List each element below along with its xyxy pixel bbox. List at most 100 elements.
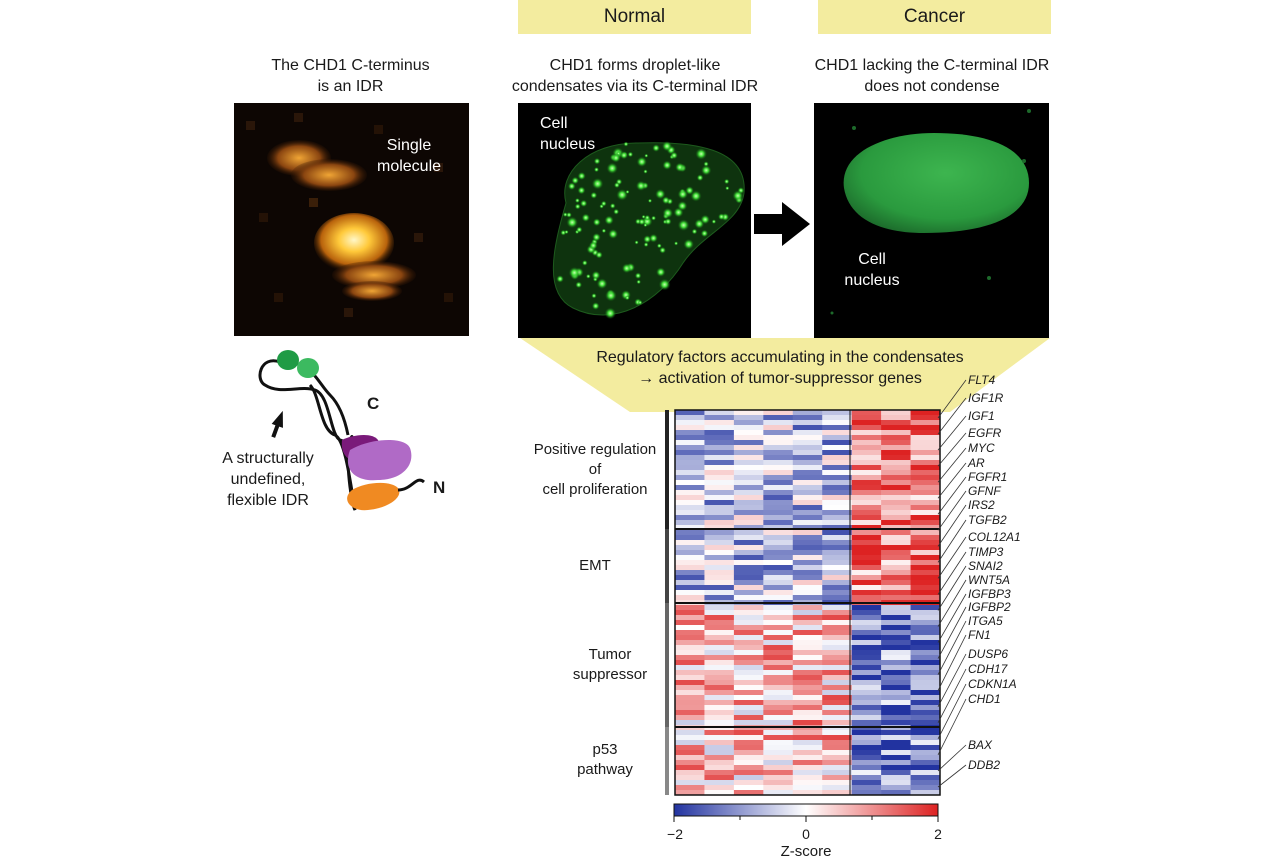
heatmap-cell [851, 765, 882, 771]
heatmap-cell [704, 670, 735, 676]
heatmap-cell [881, 545, 911, 551]
heatmap-cell [851, 615, 882, 621]
heatmap-cell [881, 505, 911, 511]
gene-label: IGFBP2 [968, 600, 1011, 614]
condensate-droplet [577, 171, 586, 181]
heatmap-cell [733, 650, 764, 656]
heatmap-cell [675, 630, 705, 636]
heatmap-cell [792, 760, 823, 766]
heatmap-cell [822, 510, 852, 516]
heatmap-cell [733, 675, 764, 681]
heatmap-cell [822, 625, 852, 631]
gene-label: SNAI2 [968, 559, 1003, 573]
heatmap-cell [763, 625, 794, 631]
heatmap-cell [733, 460, 764, 466]
heatmap-cell [881, 720, 911, 726]
heatmap-cell [763, 590, 794, 596]
heatmap-cell [763, 490, 794, 496]
condensate-droplet [700, 214, 710, 225]
heatmap-cell [881, 550, 911, 556]
heatmap-cell [881, 615, 911, 621]
condensate-droplet [659, 246, 666, 254]
heatmap-cell [822, 515, 852, 521]
heatmap-cell [792, 565, 823, 571]
heatmap-cell [881, 660, 911, 666]
gene-leader-line [937, 519, 967, 563]
heatmap-cell [763, 435, 794, 441]
heatmap-cell [792, 480, 823, 486]
heatmap-cell [881, 565, 911, 571]
heatmap-cell [733, 695, 764, 701]
condensate-droplet [605, 289, 617, 302]
heatmap-cell [881, 490, 911, 496]
heatmap-cell [822, 665, 852, 671]
heatmap-cell [675, 485, 705, 491]
heatmap-cell [851, 750, 882, 756]
heatmap-cell [822, 740, 852, 746]
heatmap-cell [763, 610, 794, 616]
condensate-droplet [662, 160, 672, 170]
heatmap-cell [675, 500, 705, 506]
heatmap-cell [910, 460, 941, 466]
heatmap-cell [822, 735, 852, 741]
gene-label: COL12A1 [968, 530, 1021, 544]
heatmap-cell [851, 545, 882, 551]
heatmap-cell [822, 425, 852, 431]
heatmap-cell [704, 605, 735, 611]
heatmap-cell [675, 740, 705, 746]
heatmap-cell [704, 775, 735, 781]
heatmap-cell [675, 525, 705, 531]
heatmap-cell [704, 490, 735, 496]
condensate-droplet [658, 278, 671, 291]
gene-leader-line [937, 447, 967, 483]
heatmap-cell [881, 595, 911, 601]
heatmap-cell [763, 450, 794, 456]
condensate-droplet [656, 267, 666, 277]
condensate-droplet [643, 235, 652, 244]
heatmap-cell [675, 700, 705, 706]
heatmap-cell [704, 470, 735, 476]
heatmap-cell [704, 595, 735, 601]
single-molecule-label: Single molecule [376, 137, 442, 175]
heatmap-cell [763, 530, 794, 536]
condensate-droplet [595, 251, 603, 259]
heatmap-cell [675, 540, 705, 546]
heatmap-cell [910, 475, 941, 481]
heatmap-cell [822, 655, 852, 661]
heatmap-cell [822, 580, 852, 586]
heatmap-cell [675, 765, 705, 771]
heatmap-cell [704, 495, 735, 501]
gene-leader-line [937, 593, 967, 643]
heatmap-cell [851, 730, 882, 736]
heatmap-cell [704, 720, 735, 726]
heatmap-cell [704, 710, 735, 716]
heatmap-cell [763, 640, 794, 646]
heatmap-cell [822, 490, 852, 496]
heatmap-cell [704, 695, 735, 701]
heatmap-cell [763, 760, 794, 766]
heatmap-cell [822, 500, 852, 506]
heatmap-cell [822, 710, 852, 716]
heatmap-cell [675, 645, 705, 651]
gene-leader-line [937, 579, 967, 627]
heatmap-cell [763, 780, 794, 786]
heatmap-cell [733, 630, 764, 636]
heatmap-cell [851, 565, 882, 571]
gene-leader-line [937, 379, 967, 419]
heatmap-cell [675, 410, 705, 416]
heatmap-cell [704, 635, 735, 641]
heatmap-cell [675, 730, 705, 736]
heatmap-cell [675, 580, 705, 586]
gene-leader-line [937, 764, 967, 788]
heatmap-cell [822, 660, 852, 666]
heatmap-cell [910, 710, 941, 716]
heatmap-cell [733, 435, 764, 441]
heatmap-cell [881, 680, 911, 686]
heatmap-cell [910, 735, 941, 741]
heatmap-cell [881, 515, 911, 521]
heatmap-cell [675, 535, 705, 541]
condensate-droplet [566, 212, 572, 218]
heatmap-cell [822, 605, 852, 611]
heatmap-cell [910, 500, 941, 506]
heatmap-cell [851, 700, 882, 706]
